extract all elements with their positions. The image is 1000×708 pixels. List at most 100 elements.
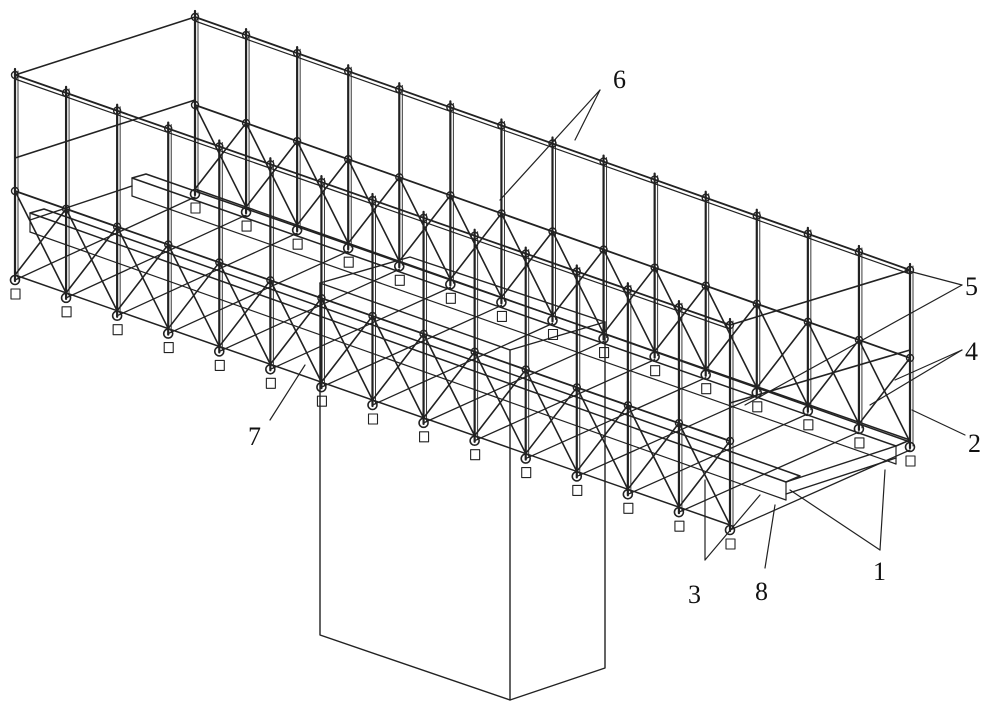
far-mid-coupler: [446, 191, 455, 200]
label-6: 6: [613, 65, 626, 94]
end-rails: [14, 16, 911, 404]
near-top-coupler: [112, 106, 122, 115]
floor-transverse-bar: [320, 304, 503, 388]
far-top-coupler: [241, 30, 251, 40]
far-clamp-plate: [496, 310, 507, 322]
floor-transverse-bar: [525, 377, 707, 460]
far-cross-brace: [296, 158, 350, 226]
label-4: 4: [965, 337, 978, 366]
near-top-coupler: [215, 142, 224, 151]
near-clamp-plate: [623, 502, 634, 514]
near-clamp-plate: [419, 431, 430, 443]
floor-transverse-bar: [218, 268, 400, 353]
near-top-coupler: [368, 195, 377, 205]
floor-transverse-bar: [371, 322, 554, 406]
near-cross-brace: [627, 422, 680, 491]
far-cross-brace: [602, 266, 656, 335]
near-top-coupler: [61, 88, 71, 98]
far-top-coupler: [803, 229, 813, 239]
near-cross-brace: [218, 279, 272, 348]
callout-labels: 6 5 4 2 1 3 8 7: [248, 65, 981, 609]
near-mid-coupler: [215, 258, 224, 267]
far-clamp-plate: [854, 437, 865, 449]
near-cross-brace: [575, 404, 629, 473]
far-cross-brace: [500, 230, 554, 299]
far-top-coupler: [650, 175, 659, 184]
label-2: 2: [968, 429, 981, 458]
far-clamp-plate: [190, 202, 201, 214]
far-mid-coupler: [344, 155, 353, 164]
far-mid-coupler: [599, 245, 608, 254]
near-top-coupler: [317, 177, 326, 187]
far-top-coupler: [599, 157, 608, 166]
near-mid-coupler: [470, 347, 479, 356]
far-clamp-plate: [445, 292, 456, 304]
far-top-coupler: [190, 12, 200, 22]
far-cross-brace: [704, 302, 758, 371]
far-clamp-plate: [292, 238, 303, 250]
floor-transverse-bar: [116, 232, 298, 317]
floor-transverse-bar: [14, 196, 196, 281]
near-mid-coupler: [112, 222, 122, 231]
near-mid-coupler: [521, 365, 530, 374]
near-side-guardrail-frame: [9, 67, 736, 550]
floor-transverse-bar: [422, 340, 605, 424]
far-mid-coupler: [803, 317, 813, 327]
near-clamp-plate: [725, 538, 736, 550]
near-foot-coupler: [724, 524, 736, 536]
far-cross-brace: [551, 248, 605, 317]
far-top-coupler: [292, 48, 302, 58]
near-clamp-plate: [674, 520, 685, 532]
near-cross-brace: [678, 440, 731, 508]
floor-transverse-bar: [167, 250, 349, 335]
far-mid-coupler: [241, 118, 251, 128]
near-top-coupler: [10, 70, 20, 80]
near-mid-coupler: [266, 276, 275, 285]
near-clamp-plate: [163, 342, 174, 354]
far-clamp-plate: [803, 419, 814, 431]
near-cross-brace: [116, 243, 170, 312]
near-cross-brace: [269, 297, 323, 366]
label-1: 1: [873, 557, 886, 586]
far-mid-coupler: [292, 136, 302, 146]
near-top-coupler: [419, 213, 428, 223]
far-side-guardrail-frame: [189, 9, 916, 467]
far-mid-coupler: [752, 299, 761, 308]
near-top-coupler: [725, 320, 735, 330]
near-cross-brace: [14, 208, 67, 276]
far-cross-brace: [245, 140, 298, 208]
far-cross-brace: [858, 357, 911, 425]
near-cross-brace: [524, 386, 578, 455]
far-top-coupler: [446, 103, 455, 112]
near-cross-brace: [320, 315, 374, 383]
label-8: 8: [755, 577, 768, 606]
far-mid-coupler: [395, 173, 404, 182]
near-mid-coupler: [725, 436, 735, 446]
floor-transverse-bar: [729, 449, 911, 531]
far-cross-brace: [398, 194, 452, 263]
far-cross-brace: [653, 284, 707, 353]
far-foot-coupler: [904, 441, 916, 453]
far-mid-coupler: [190, 100, 200, 110]
far-top-coupler: [701, 193, 710, 202]
near-top-coupler: [623, 285, 633, 294]
near-mid-coupler: [164, 240, 173, 249]
far-clamp-plate: [752, 401, 763, 413]
near-clamp-plate: [572, 484, 583, 496]
far-mid-coupler: [548, 227, 557, 236]
near-clamp-plate: [112, 324, 123, 336]
floor-transverse-bar: [473, 358, 656, 442]
near-top-coupler: [521, 249, 530, 258]
far-top-coupler: [548, 139, 557, 148]
near-mid-coupler: [419, 329, 428, 339]
far-cross-brace: [755, 321, 809, 389]
far-cross-brace: [194, 122, 247, 190]
near-mid-coupler: [317, 293, 326, 303]
far-top-coupler: [497, 121, 506, 130]
label-7: 7: [248, 422, 261, 451]
near-cross-brace: [65, 225, 118, 294]
leader-lines: [269, 89, 966, 569]
floor-transverse-bar: [576, 395, 758, 478]
